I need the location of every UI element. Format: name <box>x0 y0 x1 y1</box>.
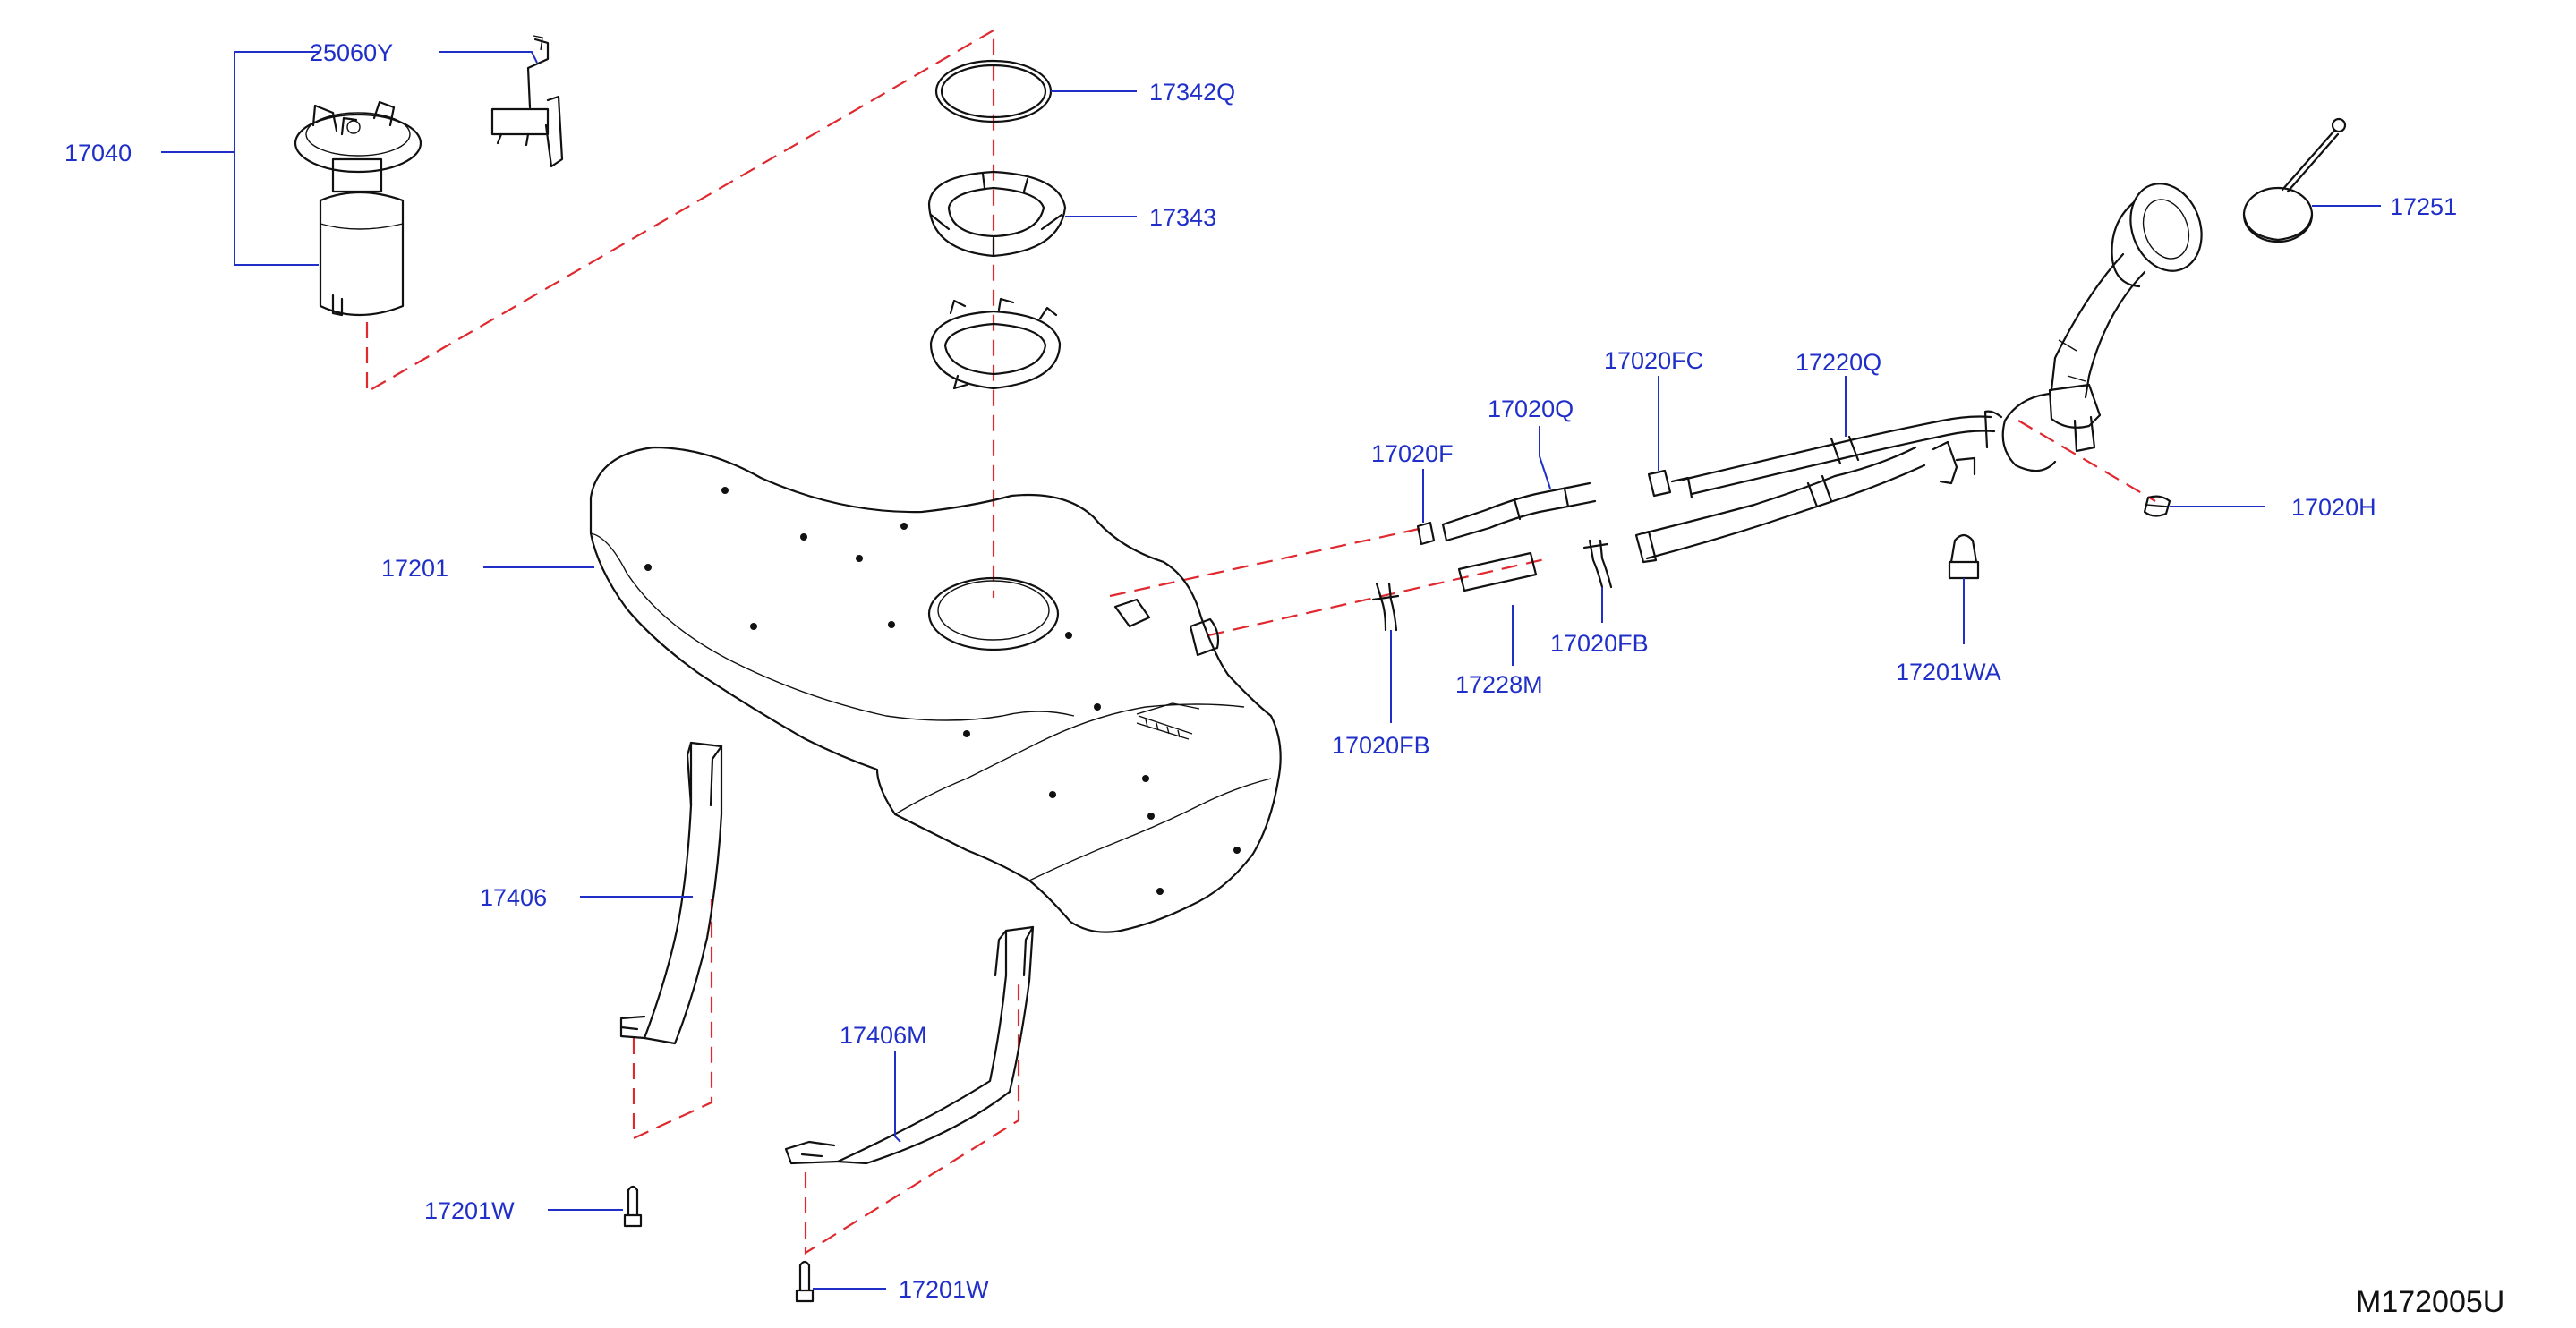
fuel-cap-drawing <box>2242 117 2347 243</box>
clip-alignment-line <box>2017 420 2156 502</box>
tank-straps-drawing <box>619 741 1035 1165</box>
leader-17040-bracket <box>234 51 319 266</box>
label-17040[interactable]: 17040 <box>64 140 132 166</box>
label-17020fb-right[interactable]: 17020FB <box>1550 630 1649 657</box>
label-17020h[interactable]: 17020H <box>2291 494 2376 521</box>
fuel-pump-module-drawing <box>294 100 422 317</box>
label-17201[interactable]: 17201 <box>381 555 448 582</box>
leader-lines <box>161 51 2381 1290</box>
label-17020q[interactable]: 17020Q <box>1488 396 1574 422</box>
part-labels: 25060Y 17040 17342Q 17343 17251 17020FC … <box>64 39 2457 1303</box>
label-17220q[interactable]: 17220Q <box>1796 349 1881 376</box>
label-25060y[interactable]: 25060Y <box>310 39 393 66</box>
label-17020fc[interactable]: 17020FC <box>1604 347 1703 374</box>
retainer-ring-drawing <box>927 170 1067 258</box>
fuel-lines-drawing <box>1371 415 2171 632</box>
label-17251[interactable]: 17251 <box>2390 193 2457 220</box>
label-17406[interactable]: 17406 <box>480 884 547 911</box>
sender-unit-drawing <box>490 35 564 168</box>
filler-neck-drawing <box>1983 183 2203 472</box>
label-17343[interactable]: 17343 <box>1149 204 1216 231</box>
hose-alignment-line <box>1109 526 1424 598</box>
alignment-lines <box>365 29 2156 1255</box>
breather-alignment-line <box>1207 557 1549 637</box>
label-17020fb-left[interactable]: 17020FB <box>1332 732 1430 759</box>
label-17201w-lower[interactable]: 17201W <box>899 1276 989 1303</box>
pump-alignment-line <box>365 29 995 598</box>
leader-17406m <box>894 1051 901 1143</box>
lock-ring-drawing <box>929 297 1062 390</box>
strap-left-alignment-line <box>632 899 713 1140</box>
label-17406m[interactable]: 17406M <box>840 1022 927 1049</box>
fuel-tank-drawing <box>589 446 1282 933</box>
label-17201wa[interactable]: 17201WA <box>1896 659 2001 685</box>
label-17020f[interactable]: 17020F <box>1371 440 1454 467</box>
label-17342q[interactable]: 17342Q <box>1149 79 1235 106</box>
bolts-drawing <box>623 1185 815 1303</box>
label-17201w-upper[interactable]: 17201W <box>424 1197 515 1224</box>
label-17228m[interactable]: 17228M <box>1455 671 1543 698</box>
diagram-reference-code: M172005U <box>2356 1285 2504 1319</box>
leader-17020q <box>1539 426 1551 489</box>
strap-right-alignment-line <box>804 980 1020 1255</box>
leader-25060y <box>439 51 538 64</box>
